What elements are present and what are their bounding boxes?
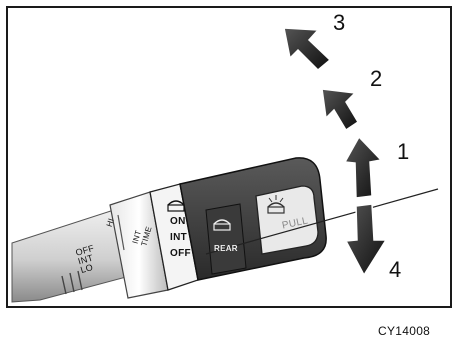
arrow-up-icon — [345, 137, 381, 198]
arrow-up-left-icon — [284, 28, 330, 70]
rear-panel — [206, 204, 246, 274]
figure-code: CY14008 — [378, 324, 430, 338]
position-4-label: 4 — [389, 259, 401, 281]
label-off-front: OFF — [170, 246, 191, 262]
front-switch-labels: ON INT OFF — [170, 214, 191, 262]
position-2-label: 2 — [370, 68, 382, 90]
position-3-label: 3 — [333, 12, 345, 34]
label-on: ON — [170, 214, 191, 230]
arrow-down-icon — [346, 204, 386, 275]
label-int-front: INT — [170, 230, 191, 246]
label-rear: REAR — [214, 244, 238, 253]
position-1-label: 1 — [397, 141, 409, 163]
arrow-up-left-icon — [322, 89, 358, 130]
